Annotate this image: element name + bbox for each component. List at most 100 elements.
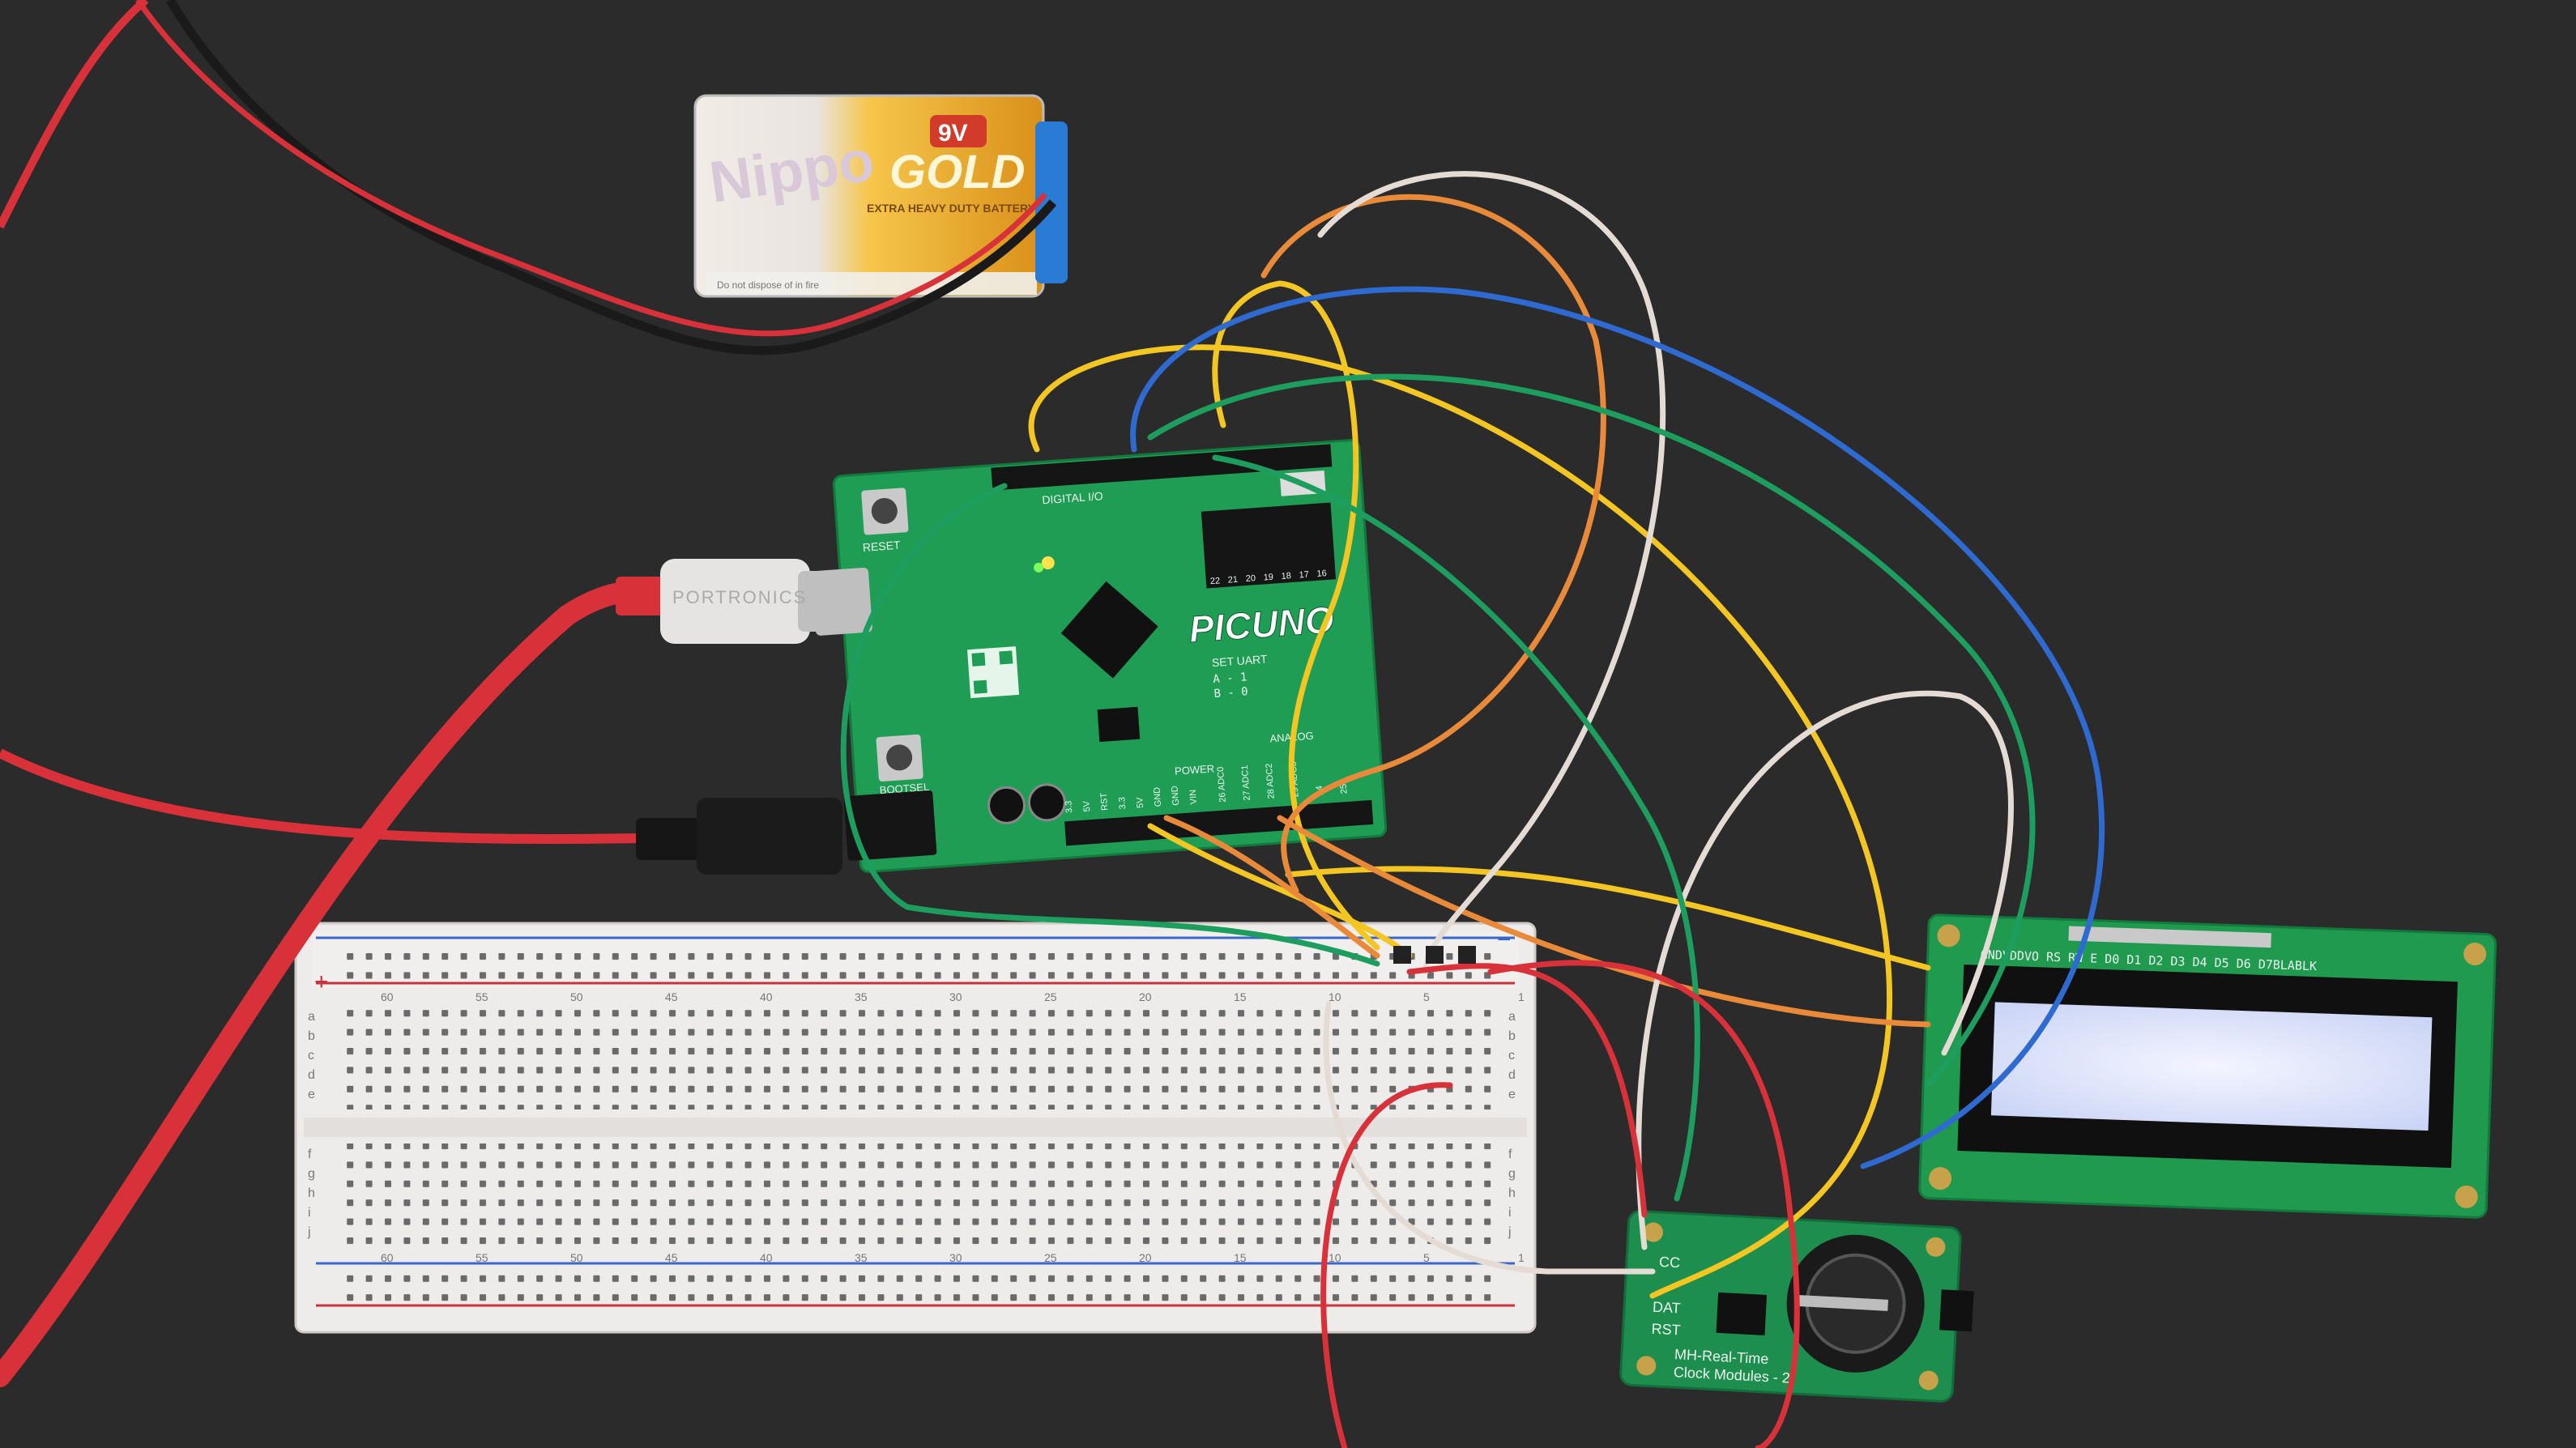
breadboard-column-number: 55 xyxy=(476,990,488,1003)
breadboard-column-number: 45 xyxy=(665,1251,678,1264)
usb-cable-brand: PORTRONICS xyxy=(672,587,807,607)
analog-pin-label: 27 ADC1 xyxy=(1240,764,1252,801)
breadboard-row-letter: b xyxy=(308,1029,315,1043)
lcd-screen xyxy=(1990,1002,2433,1131)
power-led xyxy=(1041,556,1055,570)
breadboard-row-letter: b xyxy=(1508,1029,1516,1043)
breadboard-row-letter: f xyxy=(308,1148,312,1161)
rtc-pin-rst: RST xyxy=(1651,1321,1681,1339)
breadboard-row-letter: i xyxy=(1508,1206,1512,1220)
rtc-chip xyxy=(1716,1292,1768,1335)
digital-pin-label: 16 xyxy=(1316,569,1327,579)
breadboard-row-letter: h xyxy=(308,1186,315,1200)
breadboard-column-number: 55 xyxy=(476,1251,488,1264)
breadboard-column-number: 10 xyxy=(1329,990,1341,1003)
rtc-pin-cc: CC xyxy=(1659,1254,1681,1271)
lcd-pin-header xyxy=(2068,926,2271,948)
dc-barrel-jack xyxy=(843,790,937,861)
usb-plug xyxy=(660,559,810,644)
jumper-plugs xyxy=(1393,946,1476,964)
jumper-wire-blue xyxy=(1130,286,2105,1169)
breadboard-row-letter: d xyxy=(1508,1068,1516,1082)
digital-header-label: DIGITAL I/O xyxy=(1042,489,1103,506)
jumper-wire-yellow xyxy=(1212,280,1380,951)
lcd-16x2: GNDVDDVO RS RW E D0 D1 D2 D3 D4 D5 D6 D7… xyxy=(1918,914,2497,1219)
rtc-pin-dat: DAT xyxy=(1653,1299,1682,1317)
breadboard-column-number: 60 xyxy=(381,990,394,1003)
breadboard-column-number: 1 xyxy=(1518,1251,1525,1264)
breadboard-row-letter: f xyxy=(1508,1148,1512,1161)
breadboard-row-letter: e xyxy=(1508,1088,1516,1101)
breadboard-row-letter: d xyxy=(308,1068,315,1082)
power-pin-label: GND xyxy=(1170,786,1181,806)
jumper-wire-yellow xyxy=(1028,344,1892,1299)
breadboard-row-letter: j xyxy=(307,1225,311,1239)
breadboard-row-letter: h xyxy=(1508,1186,1516,1200)
jumper-wire-red xyxy=(1320,960,1800,1448)
uart-row-b: B - 0 xyxy=(1213,685,1248,701)
breadboard-column-number: 25 xyxy=(1044,1251,1057,1264)
status-led xyxy=(1034,562,1044,573)
power-pin-label: 5V xyxy=(1081,800,1092,812)
breadboard-column-number: 35 xyxy=(855,1251,868,1264)
breadboard-column-number: 50 xyxy=(570,1251,583,1264)
battery-tagline: EXTRA HEAVY DUTY BATTERY xyxy=(867,202,1036,215)
digital-header-2 xyxy=(1201,502,1337,589)
rp2040-chip xyxy=(1060,581,1158,679)
jumper-wires xyxy=(840,171,2105,1448)
analog-pin-label: 26 ADC0 xyxy=(1216,766,1228,803)
battery-small-print: Do not dispose of in fire xyxy=(717,279,819,291)
flash-chip xyxy=(1097,706,1141,743)
breadboard-row-letter: a xyxy=(308,1010,315,1024)
breadboard-row-letter: g xyxy=(308,1167,315,1181)
battery-line: GOLD xyxy=(889,146,1026,198)
analog-pin-label: 28 ADC2 xyxy=(1265,763,1277,799)
breadboard: + − 606055555050454540403535303025252020… xyxy=(294,922,1537,1334)
digital-pin-label: 22 xyxy=(1209,576,1220,586)
crystal xyxy=(1939,1289,1974,1332)
battery-leads xyxy=(0,0,1057,356)
digital-pin-label: 19 xyxy=(1263,573,1273,583)
breadboard-row-letter: c xyxy=(308,1049,314,1063)
uart-row-a: A - 1 xyxy=(1213,671,1247,686)
usb-cable: PORTRONICS xyxy=(0,559,830,1387)
jumper-wire-orange xyxy=(1163,194,1931,1028)
capacitor xyxy=(987,786,1026,824)
battery-voltage: 9V xyxy=(938,120,968,147)
breadboard-column-number: 20 xyxy=(1139,990,1152,1003)
power-pin-label: RST xyxy=(1099,792,1111,811)
dc-power-cable xyxy=(0,748,842,875)
capacitor xyxy=(1027,783,1066,822)
battery-9v: Nippo 9V GOLD EXTRA HEAVY DUTY BATTERY D… xyxy=(693,94,1068,298)
digital-pin-label: 17 xyxy=(1299,570,1309,581)
rtc-module: CC DAT RST MH-Real-Time Clock Modules - … xyxy=(1619,1210,1974,1403)
rail-plus-label: + xyxy=(314,969,329,995)
power-header-label: POWER xyxy=(1175,762,1215,777)
breadboard-column-numbers: 6060555550504545404035353030252520201515… xyxy=(381,990,1525,1264)
analog-pin-label: 25 xyxy=(1339,784,1350,794)
breadboard-column-number: 1 xyxy=(1518,990,1525,1003)
power-pin-label: GND xyxy=(1152,786,1163,807)
breadboard-column-number: 20 xyxy=(1139,1251,1152,1264)
breadboard-column-number: 30 xyxy=(949,990,962,1003)
set-uart-label: SET UART xyxy=(1211,652,1268,669)
breadboard-row-letter: a xyxy=(1508,1010,1516,1024)
digital-pin-label: 21 xyxy=(1227,575,1238,586)
digital-header xyxy=(991,444,1333,491)
reset-label: RESET xyxy=(862,539,901,554)
power-pin-label: 3.3 xyxy=(1117,797,1128,810)
breadboard-row-letter: c xyxy=(1508,1049,1515,1063)
breadboard-column-number: 10 xyxy=(1329,1251,1341,1264)
breadboard-column-number: 15 xyxy=(1234,1251,1247,1264)
power-pin-label: 3.3 xyxy=(1064,800,1074,813)
breadboard-row-letter: g xyxy=(1508,1167,1516,1181)
breadboard-column-number: 50 xyxy=(570,990,583,1003)
board-name: PICUNO xyxy=(1188,598,1335,650)
digital-pin-label: 20 xyxy=(1245,573,1256,584)
breadboard-column-number: 30 xyxy=(949,1251,962,1264)
breadboard-column-number: 45 xyxy=(665,990,678,1003)
